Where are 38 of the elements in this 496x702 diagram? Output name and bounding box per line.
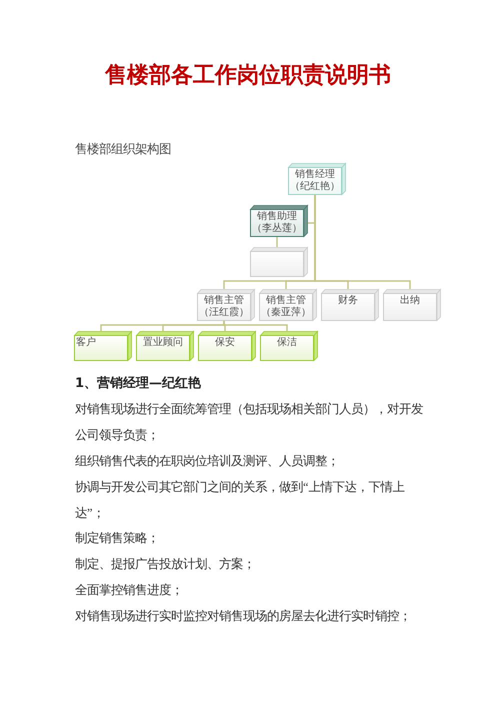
position-title: 销售主管 [204, 295, 244, 307]
org-box [250, 247, 308, 277]
position-title: 财务 [338, 295, 358, 307]
position-title: 出纳 [400, 295, 420, 307]
body-text: 全面掌控销售进度； [75, 582, 184, 600]
org-box [197, 289, 255, 321]
body-text: 对销售现场进行全面统筹管理（包括现场相关部门人员），对开发公司领导负责； [75, 400, 424, 444]
connector-line [314, 195, 411, 289]
org-box [198, 331, 256, 361]
position-title: 保安 [215, 337, 235, 349]
position-title: 销售经理 [295, 169, 335, 181]
body-text: 组织销售代表的在职岗位培训及测评、人员调整； [75, 452, 340, 470]
connector-line [223, 321, 288, 331]
org-box [321, 289, 379, 321]
person-name: （纪红艳） [290, 181, 340, 193]
body-text: 对销售现场进行实时监控对销售现场的房屋去化进行实时销控； [75, 608, 412, 626]
position-title: 客户 [76, 337, 96, 349]
org-box [136, 331, 194, 361]
page-title: 售楼部各工作岗位职责说明书 [104, 61, 392, 89]
org-box [383, 289, 441, 321]
section-heading: 1、营销经理—纪红艳 [75, 375, 202, 393]
position-title: 销售主管 [266, 295, 306, 306]
org-box [288, 163, 346, 195]
person-name: （李丛莲） [252, 223, 302, 235]
org-box [250, 205, 308, 237]
body-text: 制定、提报广告投放计划、方案； [75, 556, 256, 574]
org-box [260, 331, 318, 361]
org-box [259, 289, 317, 321]
org-box [74, 331, 132, 361]
position-title: 保洁 [277, 337, 297, 349]
chart-heading: 售楼部组织架构图 [75, 141, 171, 158]
position-title: 销售助理 [257, 211, 297, 222]
body-text: 制定销售策略； [75, 530, 160, 548]
body-text: 协调与开发公司其它部门之间的关系，做到“上情下达，下情上达”； [75, 478, 406, 522]
person-name: （汪红霞） [199, 307, 249, 319]
position-title: 置业顾问 [143, 337, 183, 349]
person-name: （秦亚萍） [261, 307, 311, 319]
connector-line [276, 237, 278, 247]
